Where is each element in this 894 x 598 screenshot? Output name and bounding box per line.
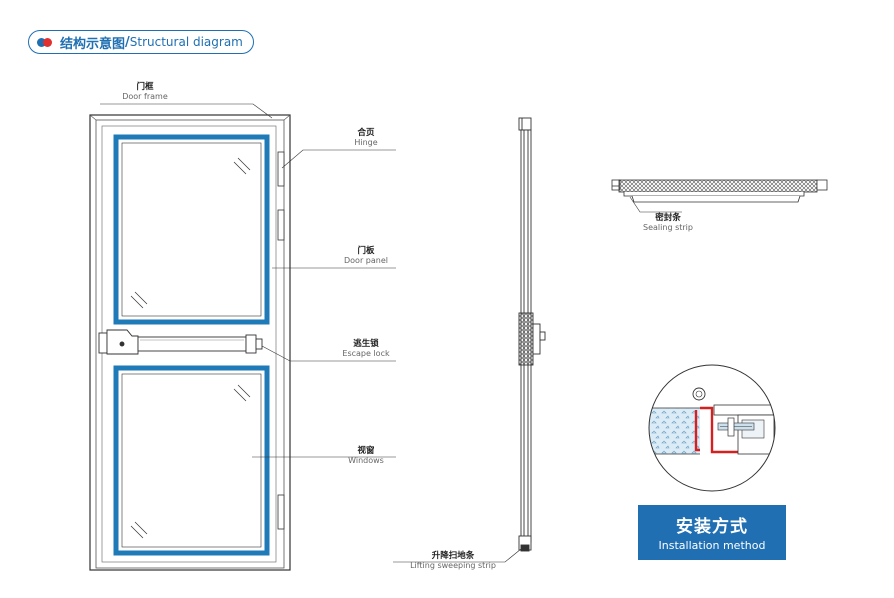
title-english: Structural diagram bbox=[129, 35, 243, 49]
label-zh: 门框 bbox=[136, 82, 154, 92]
leader-line-lifting-strip bbox=[393, 548, 522, 563]
hinge-icon bbox=[277, 151, 285, 530]
glass-reflection-icon bbox=[130, 157, 251, 309]
label-en: Lifting sweeping strip bbox=[410, 561, 496, 571]
installation-method-box: 安装方式 Installation method bbox=[638, 505, 786, 560]
install-title-en: Installation method bbox=[658, 539, 766, 552]
leader-line-sealing-strip bbox=[629, 196, 682, 213]
label-sealing-strip: 密封条 Sealing strip bbox=[630, 213, 706, 233]
label-lifting-sweeping-strip: 升降扫地条 Lifting sweeping strip bbox=[393, 551, 513, 571]
glass-reflection-icon bbox=[130, 384, 251, 539]
install-title-zh: 安装方式 bbox=[676, 517, 748, 537]
title-separator: / bbox=[125, 34, 130, 50]
label-zh: 合页 bbox=[357, 128, 375, 138]
door-side-section bbox=[518, 117, 546, 552]
label-en: Windows bbox=[348, 456, 384, 466]
label-windows: 视窗 Windows bbox=[330, 446, 402, 466]
label-zh: 视窗 bbox=[357, 446, 375, 456]
label-en: Sealing strip bbox=[643, 223, 693, 233]
title-chinese: 结构示意图 bbox=[60, 36, 126, 52]
label-zh: 升降扫地条 bbox=[431, 551, 475, 561]
label-en: Hinge bbox=[354, 138, 378, 148]
label-zh: 密封条 bbox=[655, 213, 681, 223]
escape-lock-bar bbox=[98, 329, 263, 355]
door-front-view bbox=[89, 114, 291, 571]
section-title: 结构示意图 / Structural diagram bbox=[28, 30, 254, 54]
label-escape-lock: 逃生锁 Escape lock bbox=[330, 339, 402, 359]
label-en: Door frame bbox=[122, 92, 168, 102]
label-en: Escape lock bbox=[342, 349, 390, 359]
installation-detail bbox=[648, 364, 776, 492]
door-top-section bbox=[611, 179, 828, 203]
label-zh: 逃生锁 bbox=[353, 339, 379, 349]
label-door-panel: 门板 Door panel bbox=[330, 246, 402, 266]
label-en: Door panel bbox=[344, 256, 388, 266]
label-zh: 门板 bbox=[357, 246, 375, 256]
leader-lines bbox=[100, 103, 396, 458]
label-door-frame: 门框 Door frame bbox=[115, 82, 175, 102]
bullet-dots-icon bbox=[37, 37, 52, 47]
label-hinge: 合页 Hinge bbox=[336, 128, 396, 148]
